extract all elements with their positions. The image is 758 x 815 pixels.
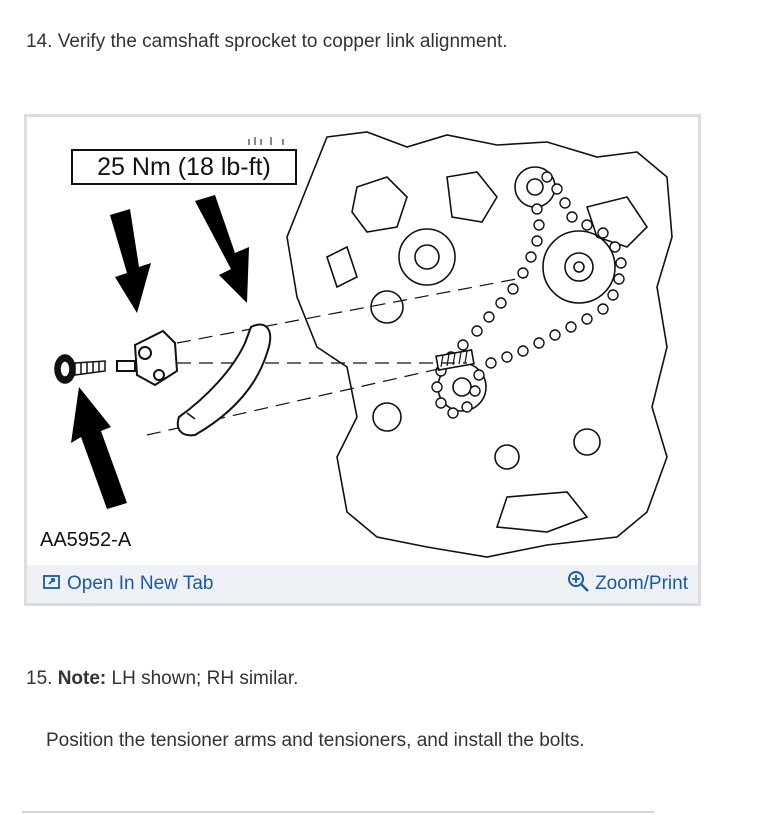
engine-line-drawing (54, 131, 673, 558)
figure-toolbar: Open In New Tab Zoom/Print (27, 565, 698, 603)
zoom-print-link[interactable]: Zoom/Print (567, 565, 688, 603)
figure-id-label: AA5952-A (40, 529, 132, 551)
engine-diagram: 25 Nm (18 lb-ft) AA5952-A (27, 117, 698, 565)
step-14-text: 14. Verify the camshaft sprocket to copp… (26, 31, 508, 52)
note-text: LH shown; RH similar. (111, 668, 299, 689)
step-15-note: 15. Note: LH shown; RH similar. (26, 667, 298, 691)
open-in-new-tab-link[interactable]: Open In New Tab (43, 565, 213, 603)
step-15-instruction: Position the tensioner arms and tensione… (46, 730, 585, 751)
zoom-icon (567, 570, 595, 598)
zoom-print-label: Zoom/Print (595, 573, 688, 594)
note-label: Note: (57, 668, 107, 689)
step-15-number: 15. (26, 668, 53, 689)
open-new-tab-icon (43, 573, 67, 595)
torque-spec-label: 25 Nm (18 lb-ft) (71, 149, 297, 185)
open-in-new-tab-label: Open In New Tab (67, 573, 214, 594)
section-divider (22, 811, 654, 813)
figure-card: 25 Nm (18 lb-ft) AA5952-A Open In New Ta… (24, 114, 701, 606)
